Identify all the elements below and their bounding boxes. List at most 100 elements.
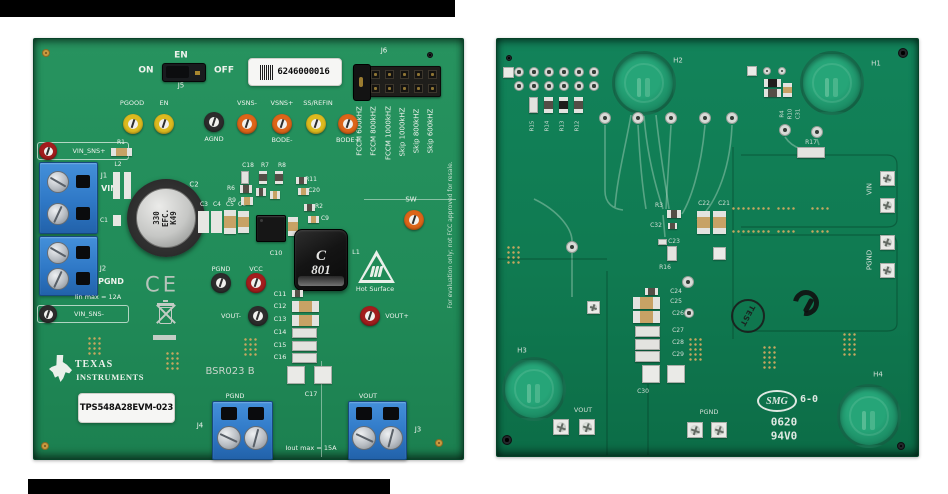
chip-pad: [559, 108, 568, 113]
c26-refdes: C26: [672, 310, 684, 317]
wire-hole: [76, 272, 90, 286]
wire-hole: [248, 407, 265, 420]
pin: [195, 70, 200, 75]
r9-resistor: [241, 197, 253, 205]
j3-terminal-block: [348, 401, 407, 460]
chip-pad: [674, 223, 677, 229]
hot-surface-silk-label: Hot Surface: [355, 284, 395, 293]
trace: [614, 114, 632, 208]
chip-pad: [270, 191, 273, 199]
via: [529, 67, 539, 77]
chip-pad: [238, 227, 249, 233]
detail: [359, 76, 364, 87]
mounting-hole-small: [898, 48, 908, 58]
h2-label: H2: [673, 56, 683, 65]
c3-refdes: C3: [199, 201, 209, 208]
cap-top: [135, 187, 197, 249]
vin-pad: [880, 171, 895, 186]
c20-capacitor: [298, 188, 309, 195]
chip-pad: [559, 97, 568, 102]
via: [589, 67, 599, 77]
c28-pads: [635, 339, 660, 350]
c9-refdes: C9: [320, 215, 330, 222]
smg-suffix: 6-0: [799, 394, 819, 405]
wire-hole: [220, 407, 237, 420]
via: [574, 81, 584, 91]
chip-pad: [544, 97, 553, 102]
j1-vin-terminal-block: [39, 162, 98, 234]
vin-sns-plus-testpoint: [39, 142, 57, 160]
c5-capacitor: [224, 210, 236, 234]
r10-refdes: R10: [787, 108, 794, 120]
chip-pad: [544, 108, 553, 113]
iin-max-silk-label: Iin max = 12A: [74, 292, 122, 301]
bin-lid: [157, 303, 174, 306]
chip-pad: [238, 211, 249, 217]
vsns-plus-silk-label: VSNS+: [270, 98, 294, 107]
pgood-testpoint: [123, 114, 143, 134]
c24-capacitor: [645, 288, 658, 295]
pgnd-silk-label: PGND: [98, 277, 124, 286]
r6-refdes: R6: [227, 185, 235, 192]
h2-mounting-hole: [612, 51, 676, 115]
r2-resistor: [304, 204, 315, 211]
bsr023-silk-label: BSR023 B: [205, 366, 255, 377]
j2-refdes: J2: [99, 264, 107, 273]
header-pin: [371, 84, 380, 94]
c29-refdes: C29: [672, 351, 684, 358]
r15-resistor: [529, 97, 538, 113]
vsns-plus-testpoint: [272, 114, 292, 134]
bin-body: [159, 307, 172, 324]
via-hole: [687, 311, 691, 315]
vin-pad: [880, 198, 895, 213]
bode-plus-silk-label: BODE+: [335, 135, 361, 144]
via: [574, 67, 584, 77]
chip-pad: [316, 216, 319, 223]
header-pin: [428, 69, 438, 79]
vout-plus-testpoint: [360, 306, 380, 326]
header-pin: [385, 69, 395, 79]
header-pin: [371, 69, 380, 79]
vout-plus-silk-label: VOUT+: [385, 311, 409, 320]
grid: [505, 244, 520, 264]
pgnd-back-label: PGND: [865, 249, 874, 271]
fiducial-bottom-left: [41, 442, 49, 450]
flammability-code: 94V0: [770, 429, 798, 443]
pad: [713, 247, 726, 260]
c32-capacitor: [668, 223, 677, 229]
chip-pad: [308, 216, 311, 223]
c29-pads: [635, 351, 660, 362]
c14-refdes: C14: [273, 327, 287, 336]
r1-resistor: [111, 148, 132, 156]
on-silk-label: ON: [138, 65, 154, 76]
pgnd-pads-label: PGND: [699, 407, 719, 416]
detail: [645, 78, 651, 97]
chip-pad: [652, 297, 660, 309]
via-grid: [86, 335, 101, 355]
chip-pad: [697, 211, 710, 217]
c21-capacitor: [713, 211, 726, 234]
via-hole: [508, 57, 510, 59]
inductor-marking: 801: [311, 262, 331, 278]
grid: [761, 344, 776, 369]
via: [632, 112, 644, 124]
chip-pad: [312, 204, 315, 211]
trace: [637, 124, 647, 210]
chip-pad: [776, 89, 781, 97]
pad: [503, 67, 514, 78]
grid: [775, 205, 795, 210]
fiducial-top-right: [427, 52, 433, 58]
j2-pgnd-terminal-block: [39, 236, 98, 296]
detail: [870, 411, 876, 430]
via: [684, 308, 694, 318]
pgnd-pad: [880, 263, 895, 278]
via-hole: [532, 70, 536, 74]
serial-number-sticker: 6246000016: [248, 58, 342, 86]
via-hole: [505, 438, 509, 442]
chip-pad: [111, 148, 117, 156]
vsns-minus-silk-label: VSNS-: [237, 98, 257, 107]
redaction-bar-top: [0, 0, 455, 17]
chip-pad: [764, 79, 769, 87]
chip-pad: [652, 311, 660, 323]
